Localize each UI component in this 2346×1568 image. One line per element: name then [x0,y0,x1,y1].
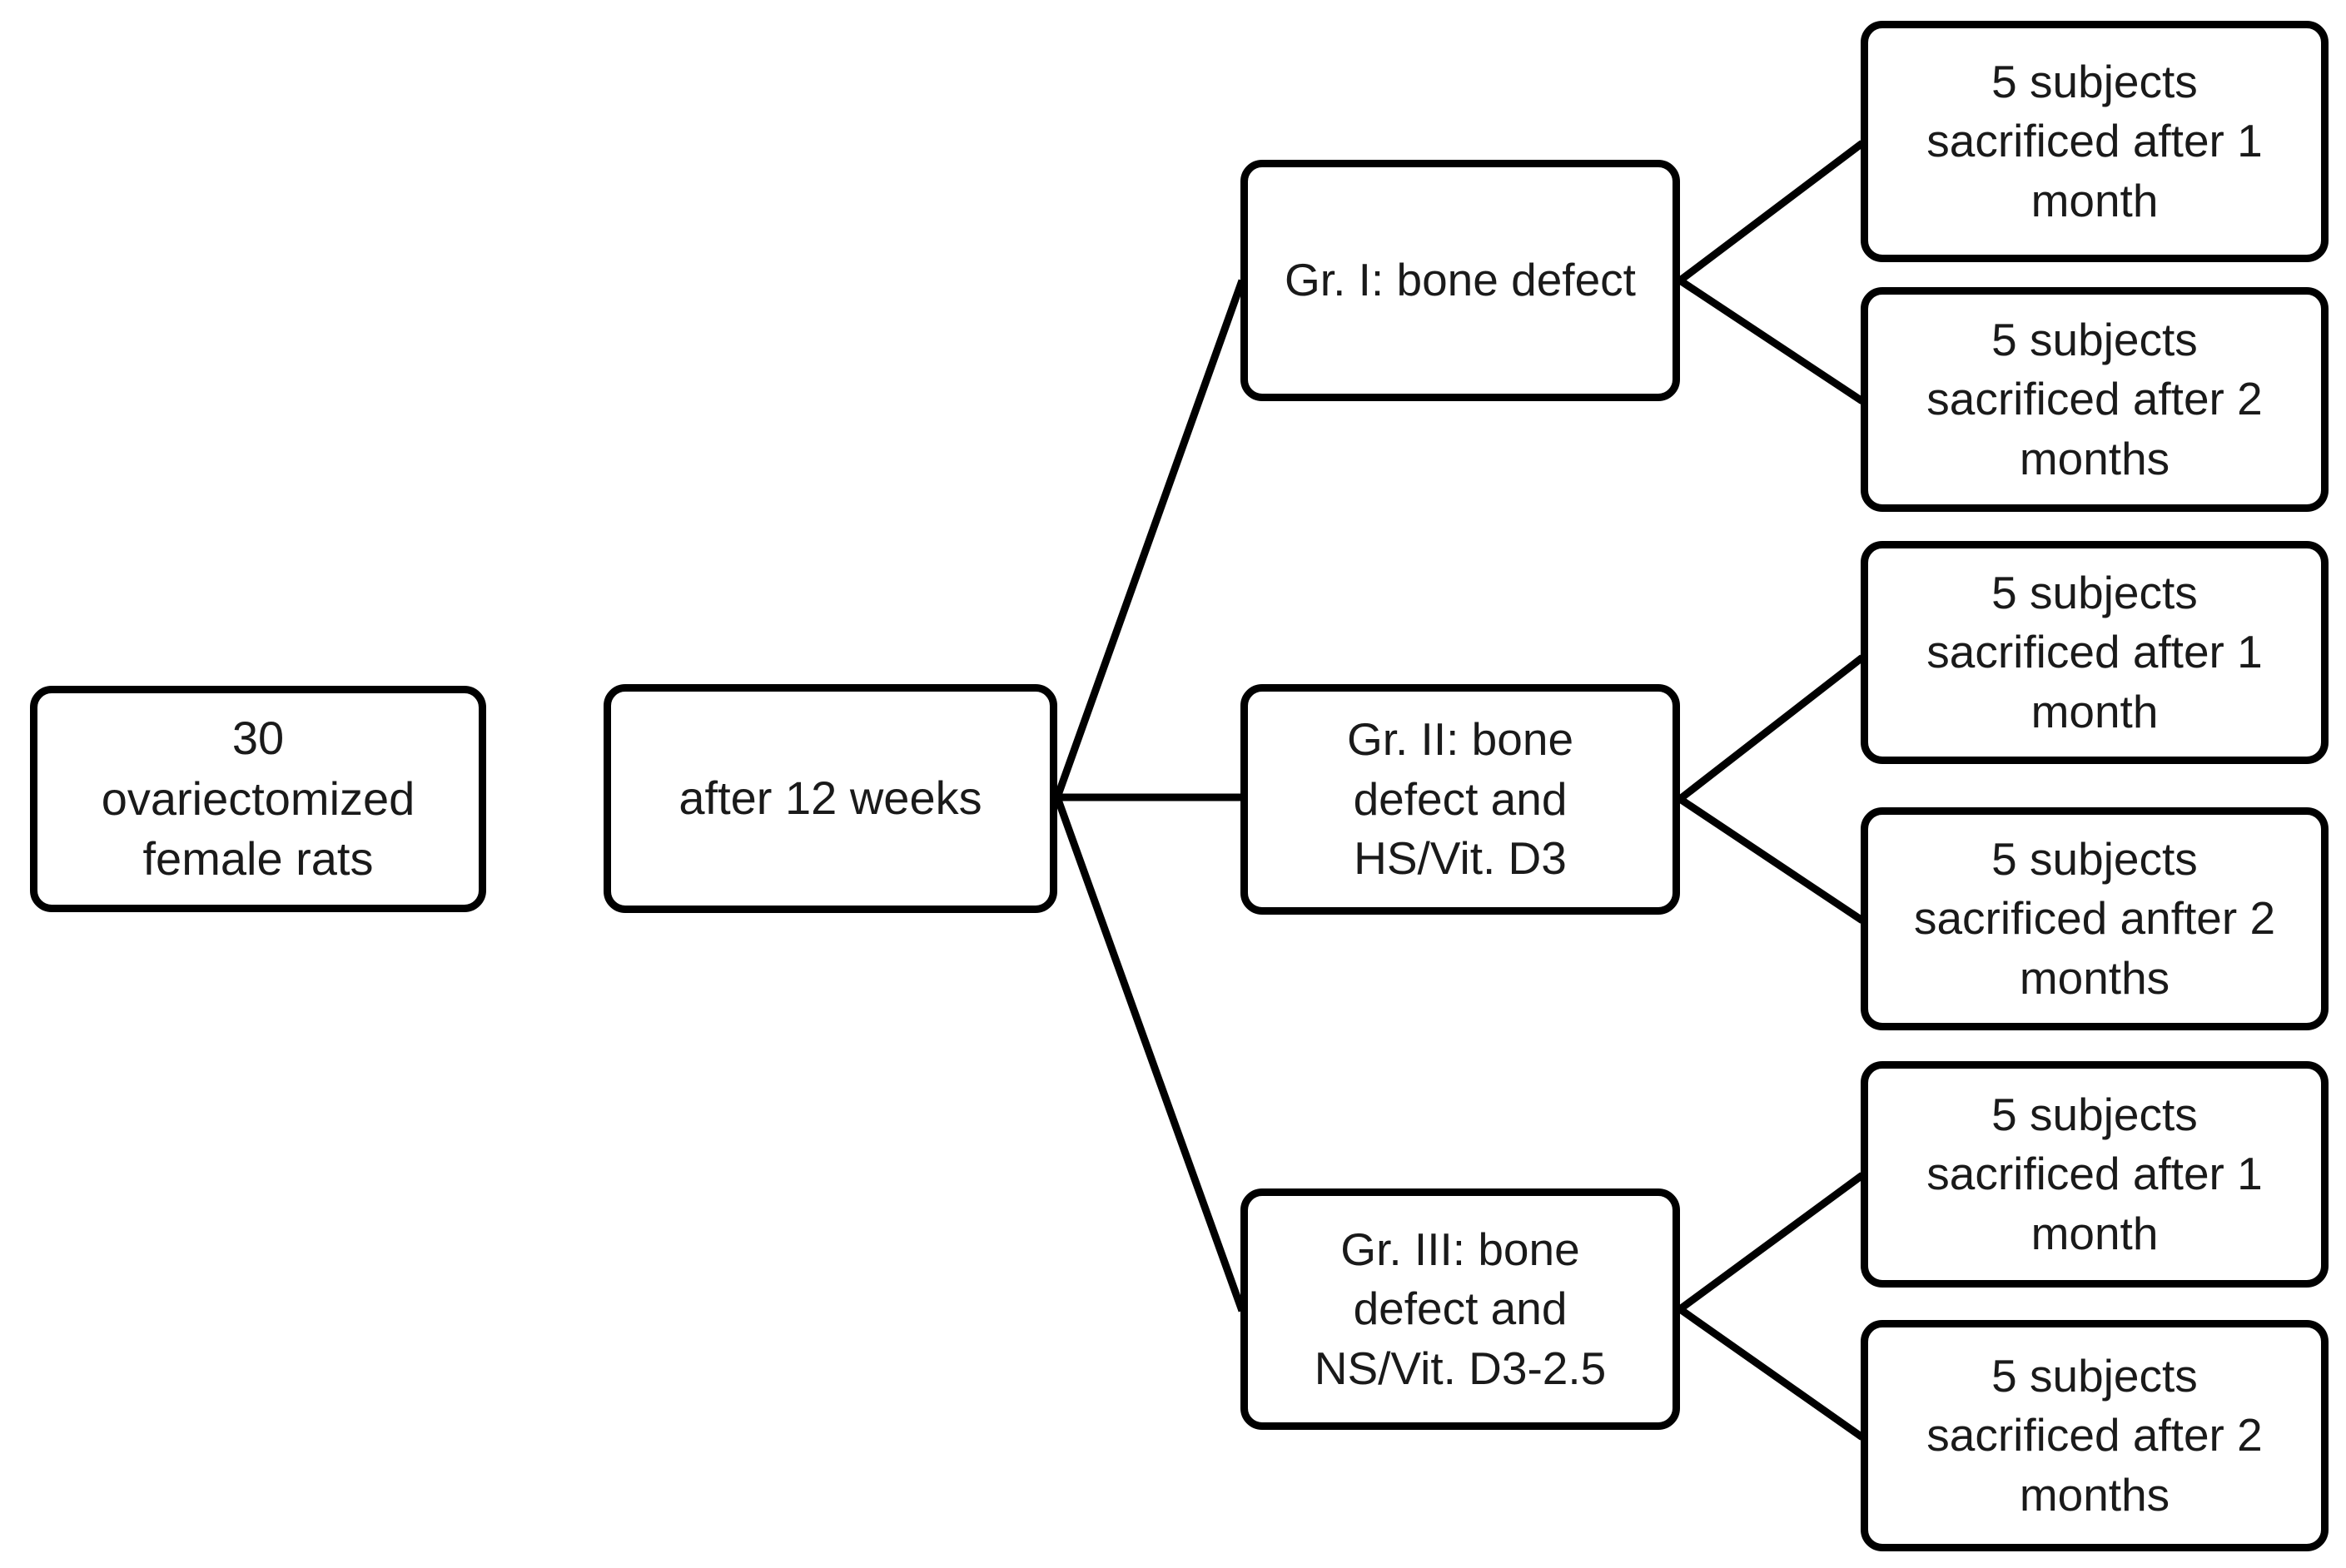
edge-group2-to-outcome1 [1677,654,1865,802]
node-cohort-label: 30 ovariectomized female rats [101,711,415,886]
node-timepoint: after 12 weeks [604,684,1057,913]
node-group-3-outcome-2: 5 subjects sacrificed after 2 months [1861,1320,2329,1551]
node-group-1: Gr. I: bone defect [1240,160,1680,401]
node-group-2-outcome-1-label: 5 subjects sacrificed after 1 month [1926,566,2263,737]
node-group-3-label: Gr. III: bone defect and NS/Vit. D3-2.5 [1314,1223,1607,1394]
edge-group2-to-outcome2 [1677,796,1865,924]
edge-group3-to-outcome2 [1677,1306,1865,1441]
node-group-1-outcome-2-label: 5 subjects sacrificed after 2 months [1926,313,2263,484]
node-group-2-outcome-2: 5 subjects sacrificed anfter 2 months [1861,807,2329,1030]
node-group-1-label: Gr. I: bone defect [1285,254,1636,306]
edge-group3-to-outcome1 [1677,1172,1865,1312]
node-group-3-outcome-1-label: 5 subjects sacrificed after 1 month [1926,1088,2263,1259]
node-group-1-outcome-2: 5 subjects sacrificed after 2 months [1861,287,2329,512]
edge-group1-to-outcome2 [1677,277,1865,404]
node-group-1-outcome-1: 5 subjects sacrificed after 1 month [1861,21,2329,262]
edge-timepoint-to-group1 [1053,279,1246,799]
node-group-2-outcome-2-label: 5 subjects sacrificed anfter 2 months [1913,832,2276,1004]
node-timepoint-label: after 12 weeks [678,772,982,825]
node-group-1-outcome-1-label: 5 subjects sacrificed after 1 month [1926,55,2263,226]
node-group-3-outcome-1: 5 subjects sacrificed after 1 month [1861,1061,2329,1288]
edge-timepoint-to-group3 [1053,796,1246,1312]
node-group-3: Gr. III: bone defect and NS/Vit. D3-2.5 [1240,1188,1680,1430]
node-group-2: Gr. II: bone defect and HS/Vit. D3 [1240,684,1680,915]
node-group-3-outcome-2-label: 5 subjects sacrificed after 2 months [1926,1349,2263,1521]
node-group-2-label: Gr. II: bone defect and HS/Vit. D3 [1346,713,1574,885]
edge-group1-to-outcome1 [1677,140,1865,284]
node-group-2-outcome-1: 5 subjects sacrificed after 1 month [1861,541,2329,764]
node-cohort: 30 ovariectomized female rats [30,686,486,912]
